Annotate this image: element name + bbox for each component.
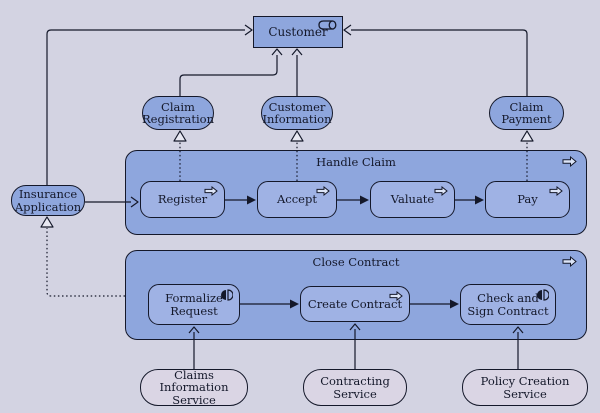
process-arrow-icon (549, 185, 563, 197)
register-label: Register (157, 192, 208, 207)
insurance-application-service: Insurance Application (11, 185, 85, 216)
contracting-label: Contracting Service (320, 374, 390, 401)
pay-label: Pay (517, 192, 538, 207)
claim-registration-service: Claim Registration (142, 96, 214, 130)
register-process: Register (140, 181, 225, 218)
claim-registration-label: Claim Registration (142, 99, 215, 126)
edge-claim-payment-to-customer (351, 29, 528, 96)
customer-actor: Customer (253, 16, 343, 48)
customer-label: Customer (268, 24, 328, 39)
valuate-label: Valuate (390, 192, 435, 207)
hollow-triangle-arrowhead (173, 130, 187, 142)
check-sign-contract-label: Check and Sign Contract (467, 291, 549, 318)
hollow-triangle-arrowhead (40, 216, 54, 228)
process-arrow-icon (316, 185, 330, 197)
formalize-request-process: Formalize Request (148, 284, 240, 325)
accept-label: Accept (277, 192, 317, 207)
interaction-icon (537, 289, 550, 301)
role-icon (318, 20, 337, 30)
process-arrow-icon (389, 290, 403, 302)
edge-claim-registration-to-customer (179, 55, 278, 96)
process-arrow-icon (562, 255, 577, 268)
create-contract-process: Create Contract (300, 286, 410, 322)
claims-information-label: Claims Information Service (159, 367, 229, 407)
customer-information-label: Customer Information (262, 99, 332, 126)
close-contract-title: Close Contract (312, 255, 400, 269)
claims-information-service: Claims Information Service (140, 369, 248, 406)
interaction-icon (221, 289, 234, 301)
check-sign-contract-process: Check and Sign Contract (460, 284, 556, 325)
valuate-process: Valuate (370, 181, 455, 218)
contracting-service: Contracting Service (303, 369, 407, 406)
formalize-request-label: Formalize Request (165, 291, 223, 318)
accept-process: Accept (257, 181, 337, 218)
handle-claim-title: Handle Claim (316, 155, 396, 169)
open-arrowhead (244, 24, 253, 36)
policy-creation-service: Policy Creation Service (462, 369, 588, 406)
open-arrowhead (343, 24, 352, 36)
process-arrow-icon (204, 185, 218, 197)
policy-creation-label: Policy Creation Service (480, 374, 570, 401)
process-arrow-icon (434, 185, 448, 197)
claim-payment-service: Claim Payment (489, 96, 564, 130)
open-arrowhead (271, 48, 283, 56)
create-contract-label: Create Contract (307, 296, 403, 311)
hollow-triangle-arrowhead (290, 130, 304, 142)
hollow-triangle-arrowhead (520, 130, 534, 142)
process-arrow-icon (562, 155, 577, 168)
claim-payment-label: Claim Payment (501, 99, 552, 126)
realization-close-contract-insurance (46, 228, 125, 297)
open-arrowhead (291, 48, 303, 56)
customer-information-service: Customer Information (261, 96, 333, 130)
insurance-application-label: Insurance Application (14, 187, 82, 214)
pay-process: Pay (485, 181, 570, 218)
